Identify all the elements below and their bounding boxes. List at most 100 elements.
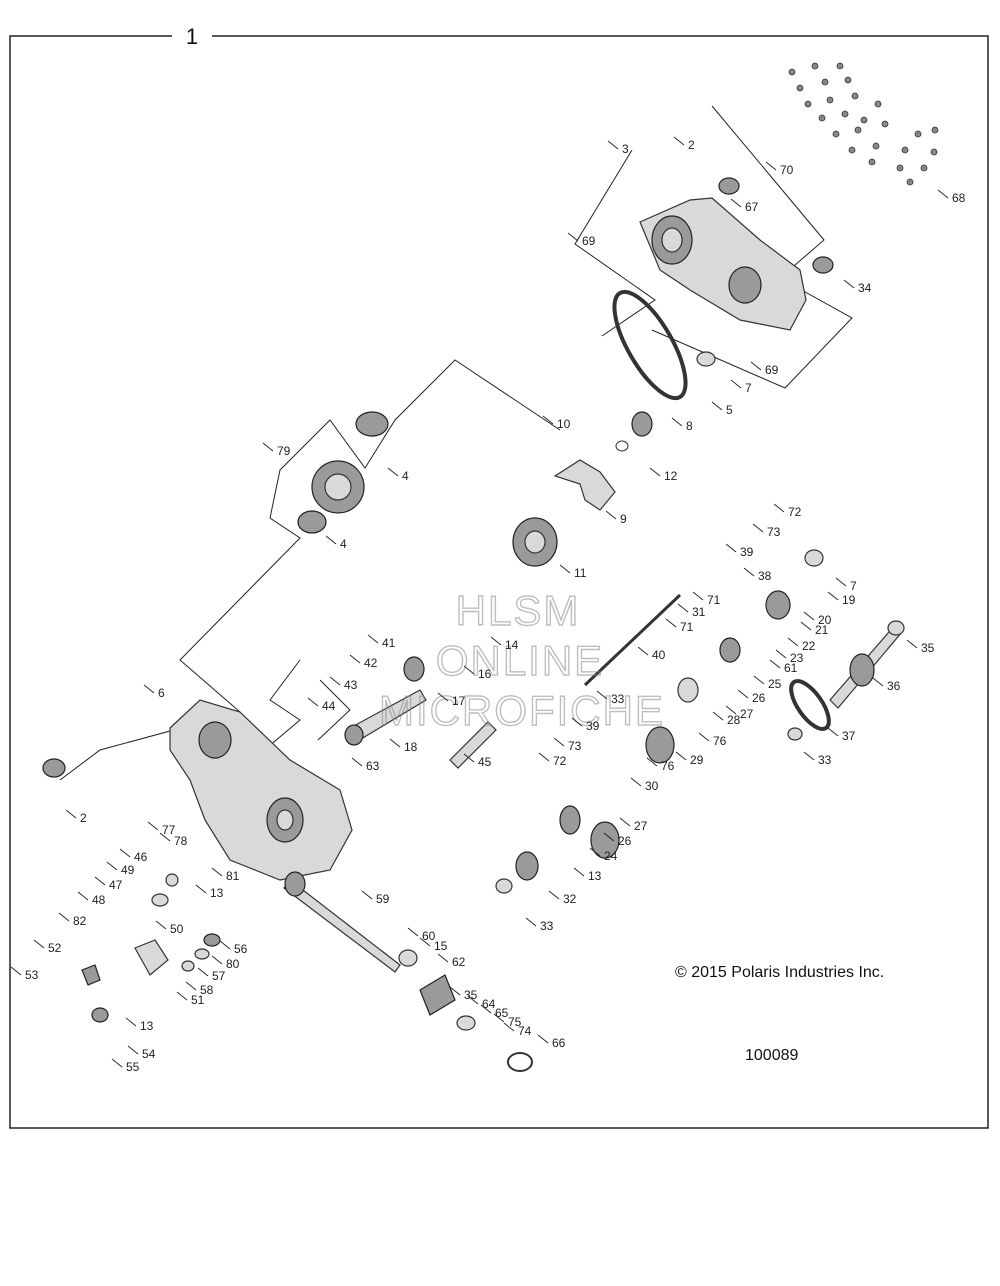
callout-label: 43 (344, 678, 358, 692)
ring-12 (615, 440, 629, 452)
callout-label: 55 (126, 1060, 140, 1074)
watermark-line-3: MICROFICHE (379, 687, 665, 734)
callout-label: 70 (780, 163, 794, 177)
callout-label: 76 (661, 759, 675, 773)
callout-leader (872, 677, 884, 687)
callout-leader (589, 847, 601, 857)
callout-leader (307, 697, 319, 707)
gear-25 (719, 637, 741, 663)
callout-label: 13 (140, 1019, 154, 1033)
callout-leader (671, 417, 683, 427)
callout-label: 39 (740, 545, 754, 559)
callout-leader (159, 832, 171, 842)
callout-label: 65 (495, 1006, 509, 1020)
callout-leader (753, 675, 765, 685)
housing-51 (134, 939, 169, 976)
callout-label: 19 (842, 593, 856, 607)
group-line-mid2 (317, 679, 351, 741)
callout-label: 61 (784, 661, 798, 675)
callout-leader (537, 1034, 549, 1044)
bearing-35-right (887, 620, 905, 636)
callout-label: 62 (452, 955, 466, 969)
ring-66 (507, 1052, 533, 1072)
callout-label: 66 (552, 1036, 566, 1050)
callout-leader (712, 711, 724, 721)
callout-leader (835, 577, 847, 587)
callout-label: 69 (582, 234, 596, 248)
callout-leader (937, 189, 949, 199)
callout-leader (195, 884, 207, 894)
callout-label: 18 (404, 740, 418, 754)
callout-leader (503, 1022, 515, 1032)
callout-label: 3 (622, 142, 629, 156)
callout-leader (711, 401, 723, 411)
callout-label: 24 (604, 849, 618, 863)
callout-leader (111, 1058, 123, 1068)
callout-leader (559, 564, 571, 574)
shift-fork-9 (553, 459, 616, 511)
callout-label: 30 (645, 779, 659, 793)
callout-label: 17 (452, 694, 466, 708)
callout-leader (573, 867, 585, 877)
callout-label: 4 (340, 537, 347, 551)
callout-leader (607, 140, 619, 150)
callout-label: 73 (767, 525, 781, 539)
callout-label: 2 (80, 811, 87, 825)
callout-label: 50 (170, 922, 184, 936)
callout-leader (737, 689, 749, 699)
bearing-60 (398, 949, 418, 967)
callout-label: 44 (322, 699, 336, 713)
callout-leader (351, 757, 363, 767)
callout-leader (329, 676, 341, 686)
bearing-33-lower (495, 878, 513, 894)
callout-label: 47 (109, 878, 123, 892)
bearing-7-top (696, 351, 716, 367)
callout-leader (493, 1013, 505, 1023)
callout-label: 42 (364, 656, 378, 670)
callout-label: 45 (478, 755, 492, 769)
callout-leader (94, 876, 106, 886)
callout-leader (127, 1045, 139, 1055)
callout-label: 51 (191, 993, 205, 1007)
callout-label: 12 (664, 469, 678, 483)
callout-label: 4 (402, 469, 409, 483)
callout-leader (463, 753, 475, 763)
callout-label: 54 (142, 1047, 156, 1061)
callout-leader (752, 523, 764, 533)
callout-leader (143, 684, 155, 694)
gear-30 (590, 821, 620, 859)
callout-label: 48 (92, 893, 106, 907)
group-line-cover-right (651, 105, 853, 389)
callout-label: 75 (508, 1015, 522, 1029)
gear-32 (515, 851, 539, 881)
callout-leader (437, 953, 449, 963)
callout-label: 33 (818, 753, 832, 767)
callout-leader (262, 442, 274, 452)
callout-leader (630, 777, 642, 787)
gear-46 (165, 873, 179, 887)
drive-chain-5 (612, 289, 688, 401)
callout-leader (619, 817, 631, 827)
callout-leader (800, 621, 812, 631)
callout-label: 13 (588, 869, 602, 883)
callout-leader (571, 717, 583, 727)
callout-label: 79 (277, 444, 291, 458)
callout-leader (467, 995, 479, 1005)
callout-label: 77 (162, 823, 176, 837)
watermark-line-1: HLSM (456, 587, 581, 634)
shaft-45 (449, 721, 497, 769)
bolt-set (788, 62, 939, 186)
callout-label: 74 (518, 1024, 532, 1038)
callout-label: 11 (574, 566, 587, 580)
callout-label: 33 (540, 919, 554, 933)
callout-leader (65, 809, 77, 819)
callout-label: 59 (376, 892, 390, 906)
callout-leader (843, 279, 855, 289)
callout-leader (827, 591, 839, 601)
callout-leader (147, 821, 159, 831)
callout-label: 71 (680, 620, 694, 634)
callout-label: 33 (611, 692, 625, 706)
callout-leader (827, 727, 839, 737)
callout-leader (219, 940, 231, 950)
